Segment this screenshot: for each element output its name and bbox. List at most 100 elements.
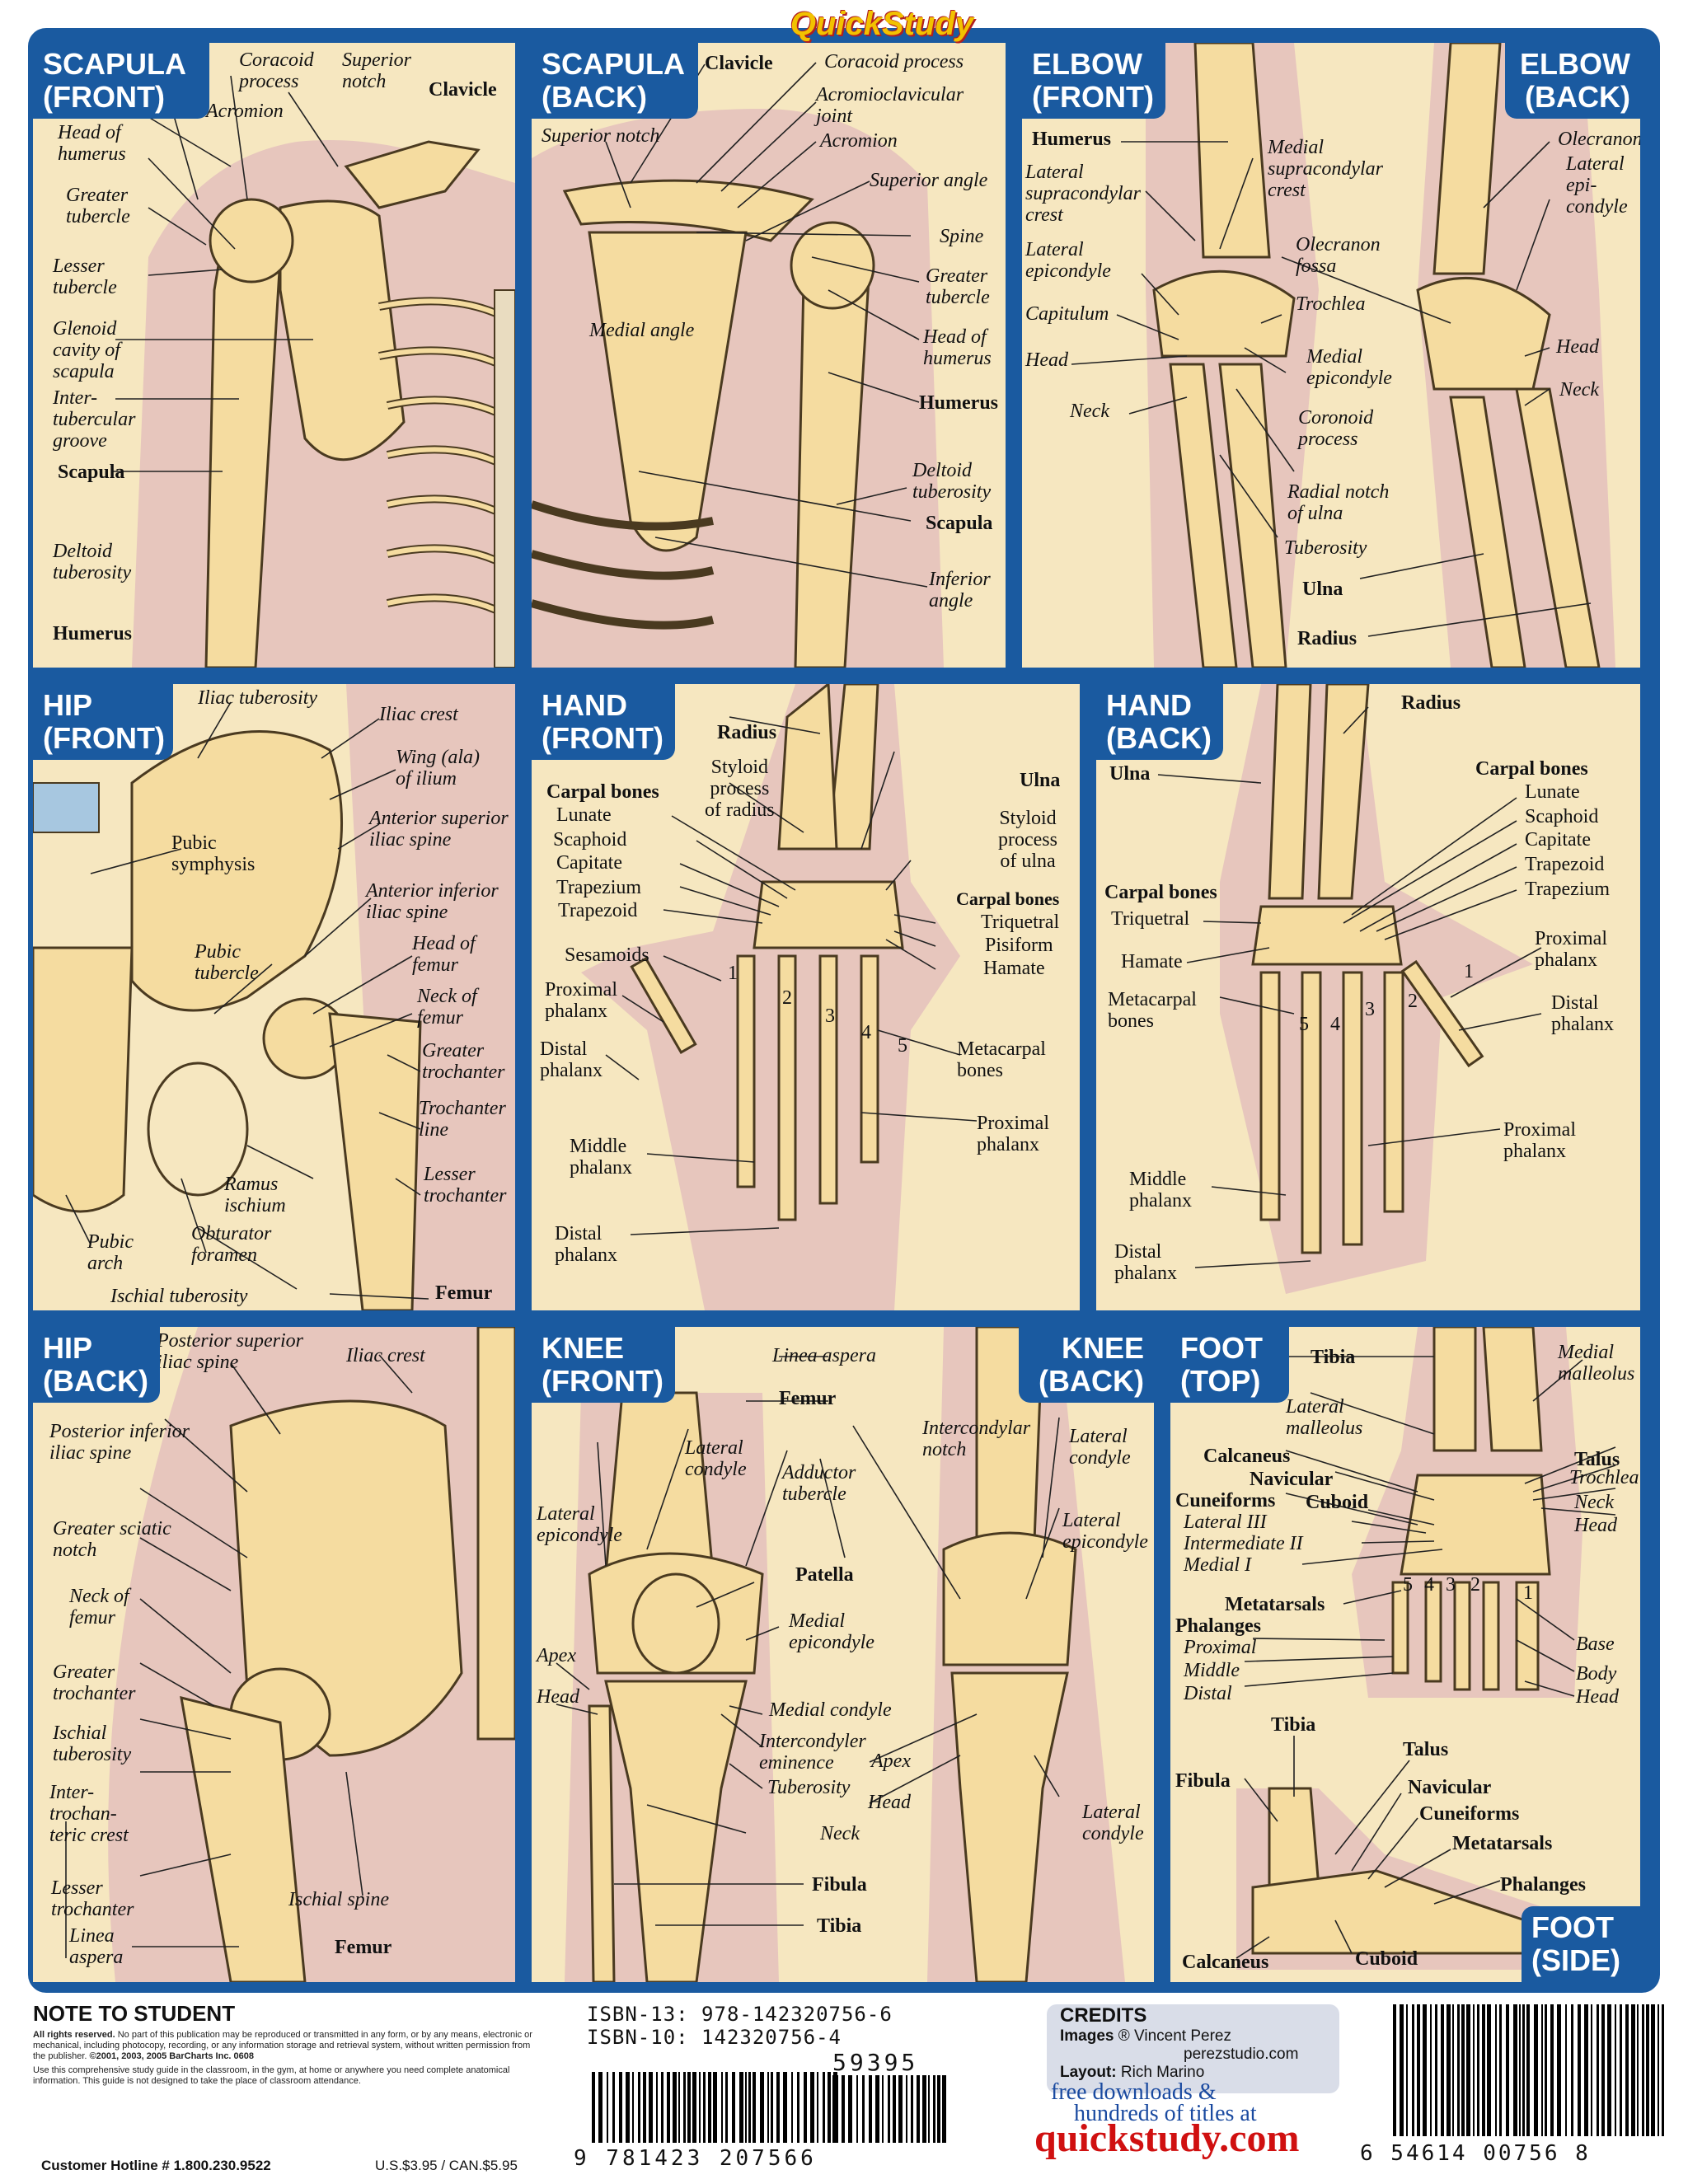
label-intertrochanteric-crest: Inter- trochan- teric crest xyxy=(49,1782,129,1846)
label-medial-epicondyle: Medial epicondyle xyxy=(789,1610,874,1653)
label-coracoid-process: Coracoid process xyxy=(824,51,964,73)
label-lateral-supracondylar-crest: Lateral supracondylar crest xyxy=(1025,162,1141,226)
barcode-bar xyxy=(643,2072,646,2143)
label-pubic-tubercle: Pubic tubercle xyxy=(195,941,259,984)
label-obturator-foramen: Obturator foramen xyxy=(191,1223,272,1266)
label-proximal-phalanx-right: Proximal phalanx xyxy=(977,1113,1049,1155)
knee-front-title: KNEE(FRONT) xyxy=(532,1327,675,1403)
label-clavicle: Clavicle xyxy=(705,53,773,74)
label-metacarpal-bones: Metacarpal bones xyxy=(1108,989,1197,1032)
label-radius: Radius xyxy=(1401,692,1461,714)
barcode-bar xyxy=(708,2072,711,2143)
label-medial-angle: Medial angle xyxy=(589,320,695,341)
label-carpal-bones: Carpal bones xyxy=(546,781,659,803)
barcode-bar xyxy=(1441,2004,1444,2136)
quickstudy-link[interactable]: quickstudy.com xyxy=(1034,2116,1300,2160)
barcode-bar xyxy=(1513,2004,1517,2136)
digit-2: 2 xyxy=(1408,991,1418,1012)
free-downloads-line: free downloads & xyxy=(1051,2079,1217,2105)
title-line-1: KNEE xyxy=(542,1331,625,1365)
label-head-of-humerus: Head of humerus xyxy=(923,326,992,369)
label-wing-ilium: Wing (ala) of ilium xyxy=(396,747,480,790)
label-phalanges-side: Phalanges xyxy=(1500,1874,1587,1896)
elbow-front-title: ELBOW(FRONT) xyxy=(1022,43,1165,119)
elbow-leader-lines xyxy=(1071,141,1592,637)
title-line-1: HIP xyxy=(43,1331,93,1365)
quickstudy-logo[interactable]: QuickStudy xyxy=(790,6,974,42)
label-olecranon: Olecranon xyxy=(1558,129,1640,150)
label-psis: Posterior superior iliac spine xyxy=(157,1330,304,1373)
barcode-bar xyxy=(1597,2004,1599,2136)
label-ulna: Ulna xyxy=(1302,579,1343,600)
label-adductor-tubercle: Adductor tubercle xyxy=(782,1462,856,1505)
label-tibia: Tibia xyxy=(817,1915,862,1937)
label-humerus: Humerus xyxy=(53,623,132,644)
label-calcaneus: Calcaneus xyxy=(1203,1446,1291,1467)
elbow-back-title: ELBOW(BACK) xyxy=(1505,43,1640,119)
barcode-bar xyxy=(1393,2004,1396,2136)
barcode-bar xyxy=(1526,2004,1530,2136)
barcode-bar xyxy=(869,2075,872,2143)
label-navicular: Navicular xyxy=(1250,1469,1334,1490)
label-ac-joint: Acromioclavicular joint xyxy=(816,84,964,127)
label-styloid-ulna: Styloid process of ulna xyxy=(998,808,1057,872)
hand-back-leader-lines xyxy=(1157,706,1542,1268)
label-greater-tubercle: Greater tubercle xyxy=(66,185,130,227)
barcode-isbn-digits: 9 781423 207566 xyxy=(574,2146,817,2171)
label-lateral-condyle: Lateral condyle xyxy=(685,1437,747,1480)
title-line-1: KNEE xyxy=(1061,1331,1144,1365)
barcode-bar xyxy=(942,2075,946,2143)
barcode-bar xyxy=(1625,2004,1629,2136)
barcode-bar xyxy=(856,2075,858,2143)
barcode-bar xyxy=(1519,2004,1521,2136)
barcode-bar xyxy=(917,2075,920,2143)
note-to-student: NOTE TO STUDENT All rights reserved. No … xyxy=(33,2001,544,2087)
label-scaphoid: Scaphoid xyxy=(1525,806,1599,827)
credits-images-label: Images xyxy=(1060,2027,1114,2045)
scapula-back-illustration xyxy=(532,43,1006,668)
label-carpal-bones-right: Carpal bones xyxy=(956,888,1060,909)
label-trapezoid: Trapezoid xyxy=(1525,854,1605,875)
label-cuboid-side: Cuboid xyxy=(1355,1948,1418,1970)
label-head-phalanx: Head xyxy=(1576,1686,1619,1708)
label-trapezium: Trapezium xyxy=(1525,879,1611,900)
barcode-bar xyxy=(1482,2004,1485,2136)
label-piis: Posterior inferior iliac spine xyxy=(49,1421,190,1464)
label-neck: Neck xyxy=(820,1823,860,1844)
label-distal-phalanx-bottom: Distal phalanx xyxy=(1114,1241,1177,1284)
label-lateral-epicondyle-back: Lateral epicondyle xyxy=(1062,1510,1148,1553)
title-line-2: (TOP) xyxy=(1180,1364,1261,1398)
knee-leader-lines xyxy=(556,1356,1060,1926)
barcode-bar xyxy=(1550,2004,1554,2136)
label-tuberosity: Tuberosity xyxy=(767,1777,851,1798)
label-lateral-epicondyle-back: Lateral epi- condyle xyxy=(1566,153,1628,218)
label-head-front: Head xyxy=(1025,349,1068,371)
knee-illustration xyxy=(532,1327,1154,1982)
label-carpal-bones-top: Carpal bones xyxy=(1475,758,1588,780)
label-calcaneus-side: Calcaneus xyxy=(1182,1952,1269,1973)
title-line-1: SCAPULA xyxy=(43,47,187,81)
label-fibula-side: Fibula xyxy=(1175,1770,1231,1792)
title-line-2: (BACK) xyxy=(1106,721,1212,755)
barcode-bar xyxy=(817,2072,818,2143)
barcode-bar xyxy=(739,2072,743,2143)
panel-hand-front: HAND(FRONT) Radius Styloid process of ra… xyxy=(532,684,1080,1310)
barcode-bar xyxy=(721,2072,723,2143)
label-linea-aspera: Linea aspera xyxy=(772,1345,876,1366)
barcode-bar xyxy=(767,2072,769,2143)
label-lateral-malleolus: Lateral malleolus xyxy=(1286,1396,1363,1439)
barcode-bar xyxy=(776,2072,780,2143)
credits-box: CREDITS Images ® Vincent Perez perezstud… xyxy=(1047,2004,1339,2093)
label-distal-phalanx-right: Distal phalanx xyxy=(1551,992,1614,1035)
barcode-bar xyxy=(638,2072,640,2143)
credits-layout-value: Rich Marino xyxy=(1120,2064,1205,2081)
label-lateral-condyle-back: Lateral condyle xyxy=(1069,1426,1131,1469)
title-line-1: HAND xyxy=(1106,688,1192,722)
barcode-bar xyxy=(760,2072,764,2143)
hip-front-title: HIP(FRONT) xyxy=(33,684,173,760)
barcode-bar xyxy=(1457,2004,1460,2136)
barcode-bar xyxy=(771,2072,773,2143)
barcode-bar xyxy=(1477,2004,1479,2136)
panel-hip-front: HIP(FRONT) Iliac tuberosity Iliac crest … xyxy=(33,684,515,1310)
digit-3: 3 xyxy=(1365,999,1375,1020)
